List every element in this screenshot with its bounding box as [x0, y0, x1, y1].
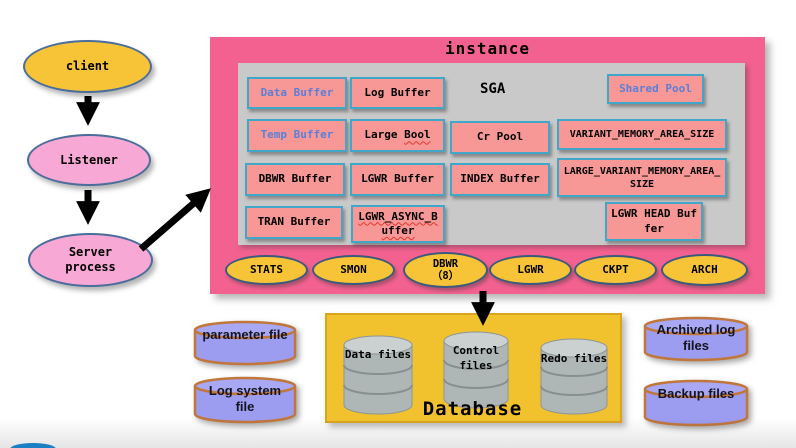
datastore-redo-files-label: Redo files	[540, 352, 608, 365]
lgwr-head-buffer-label: LGWR HEAD Buffer	[610, 207, 698, 235]
tran-buffer-label: TRAN Buffer	[257, 215, 331, 229]
temp-buffer-label: Temp Buffer	[260, 128, 334, 142]
sga-box-temp-buffer: Temp Buffer	[247, 119, 347, 152]
process-label: ARCH	[691, 262, 718, 276]
process-ckpt: CKPT	[574, 255, 657, 285]
parameter-file-label: parameter file	[202, 327, 288, 342]
archived-log-files-cylinder	[643, 316, 749, 362]
sga-box-large-bool: Large Bool	[350, 119, 445, 152]
index-buffer-label: INDEX Buffer	[460, 172, 540, 186]
process-lgwr: LGWR	[489, 255, 572, 285]
listener-node: Listener	[27, 134, 151, 186]
archived-log-files-label: Archived log files	[656, 322, 736, 354]
listener-label: Listener	[60, 152, 118, 167]
process-label: STATS	[249, 262, 284, 276]
lgwr-buffer-label: LGWR Buffer	[361, 172, 434, 186]
lgwr-async-buffer-label: LGWR_ASYNC_Buffer	[358, 209, 438, 237]
sga-box-lgwr-async-buffer: LGWR_ASYNC_Buffer	[351, 205, 445, 243]
process-stats: STATS	[225, 255, 308, 285]
server-process-label: Server process	[65, 245, 116, 274]
sga-box-large-variant-memory: LARGE_VARIANT_MEMORY_AREA_SIZE	[557, 158, 727, 197]
sga-box-lgwr-buffer: LGWR Buffer	[350, 163, 445, 196]
sga-box-index-buffer: INDEX Buffer	[450, 163, 550, 196]
client-node: client	[23, 40, 152, 93]
process-smon: SMON	[312, 255, 395, 285]
partial-logo-icon	[10, 443, 56, 448]
process-sublabel: （8）	[431, 270, 460, 282]
sga-label: SGA	[480, 81, 506, 97]
large-variant-memory-label: LARGE_VARIANT_MEMORY_AREA_SIZE	[563, 165, 721, 190]
arrow-server-to-instance	[138, 188, 211, 252]
datastore-control-files-icon	[443, 331, 509, 409]
log-system-file-label: Log system file	[208, 383, 282, 415]
log-system-file-cylinder	[193, 376, 297, 424]
large-bool-label: Large Bool	[364, 128, 431, 142]
data-buffer-label: Data Buffer	[260, 85, 334, 99]
process-label: DBWR	[432, 257, 459, 270]
misspelled-word: Bool	[404, 128, 431, 142]
sga-box-dbwr-buffer: DBWR Buffer	[245, 163, 345, 196]
variant-memory-label: VARIANT_MEMORY_AREA_SIZE	[569, 129, 715, 140]
log-buffer-label: Log Buffer	[364, 85, 431, 99]
process-label: SMON	[340, 262, 367, 276]
datastore-redo-files-icon	[540, 338, 608, 415]
dbwr-buffer-label: DBWR Buffer	[258, 172, 332, 186]
cr-pool-label: Cr Pool	[476, 130, 524, 144]
process-label: LGWR	[517, 262, 544, 276]
datastore-data-files-icon	[343, 335, 413, 415]
sga-box-log-buffer: Log Buffer	[350, 77, 445, 109]
page-bottom-shading	[0, 418, 796, 448]
sga-box-lgwr-head-buffer: LGWR HEAD Buffer	[605, 202, 703, 241]
server-process-node: Server process	[28, 233, 153, 287]
process-arch: ARCH	[661, 254, 748, 286]
sga-box-data-buffer: Data Buffer	[247, 77, 347, 109]
shared-pool-label: Shared Pool	[619, 81, 692, 95]
sga-box-cr-pool: Cr Pool	[450, 121, 550, 154]
sga-box-shared-pool: Shared Pool	[607, 74, 704, 104]
process-dbwr: DBWR （8）	[403, 252, 488, 288]
sga-box-tran-buffer: TRAN Buffer	[245, 206, 343, 239]
database-title: Database	[422, 398, 523, 420]
backup-files-label: Backup files	[657, 386, 735, 401]
client-label: client	[65, 59, 110, 73]
parameter-file-cylinder	[193, 320, 297, 366]
instance-title: instance	[444, 39, 531, 58]
backup-files-cylinder	[643, 379, 749, 427]
sga-box-variant-memory: VARIANT_MEMORY_AREA_SIZE	[557, 119, 727, 150]
datastore-data-files-label: Data files	[344, 348, 412, 361]
process-label: CKPT	[602, 262, 629, 276]
datastore-control-files-label: Control files	[452, 344, 500, 372]
